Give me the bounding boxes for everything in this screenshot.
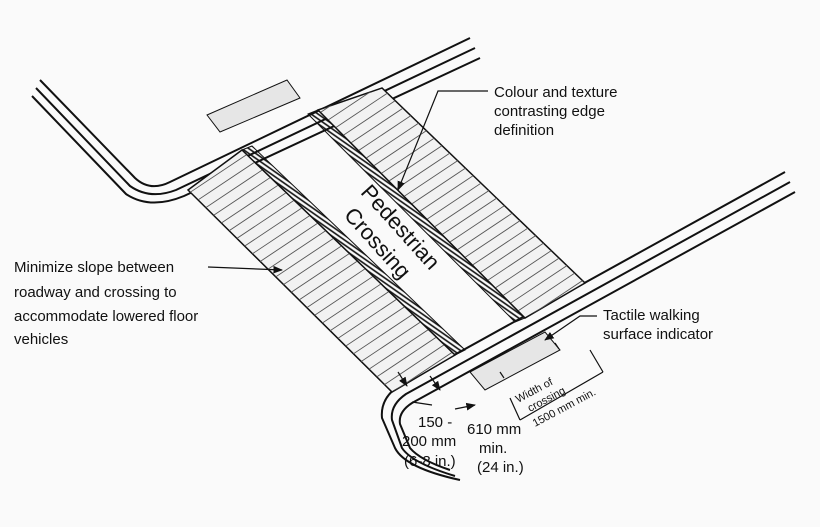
slope-label-1: Minimize slope between <box>14 259 174 276</box>
upper-sidewalk-curb <box>31 37 481 204</box>
offset-label-2: min. <box>479 440 507 457</box>
hatch-line <box>188 150 277 216</box>
offset-label-1: 610 mm <box>467 421 521 438</box>
tactile-label-2: surface indicator <box>603 326 713 343</box>
hatch-line <box>318 88 412 146</box>
edge-definition-label-3: definition <box>494 122 554 139</box>
slope-callout: Minimize slope between roadway and cross… <box>14 259 283 348</box>
edge-width-label-2: 200 mm <box>402 433 456 450</box>
edge-width-label-3: (6-8 in.) <box>404 453 456 470</box>
offset-dimension: 610 mm min. (24 in.) <box>454 402 524 476</box>
tactile-pad-lower <box>469 331 561 391</box>
offset-label-3: (24 in.) <box>477 459 524 476</box>
edge-definition-label-1: Colour and texture <box>494 84 617 101</box>
edge-width-dimension: 150 - 200 mm (6-8 in.) <box>397 371 456 470</box>
hatch-line <box>361 332 455 392</box>
slope-label-4: vehicles <box>14 331 68 348</box>
edge-width-label-1: 150 - <box>418 414 452 431</box>
edge-definition-callout: Colour and texture contrasting edge defi… <box>397 84 617 191</box>
hatch-line <box>496 257 585 318</box>
tactile-callout: Tactile walking surface indicator <box>544 307 713 343</box>
slope-label-3: accommodate lowered floor <box>14 308 198 325</box>
slope-label-2: roadway and crossing to <box>14 284 177 301</box>
tactile-pad-upper <box>206 79 301 133</box>
edge-definition-label-2: contrasting edge <box>494 103 605 120</box>
tactile-label-1: Tactile walking <box>603 307 700 324</box>
